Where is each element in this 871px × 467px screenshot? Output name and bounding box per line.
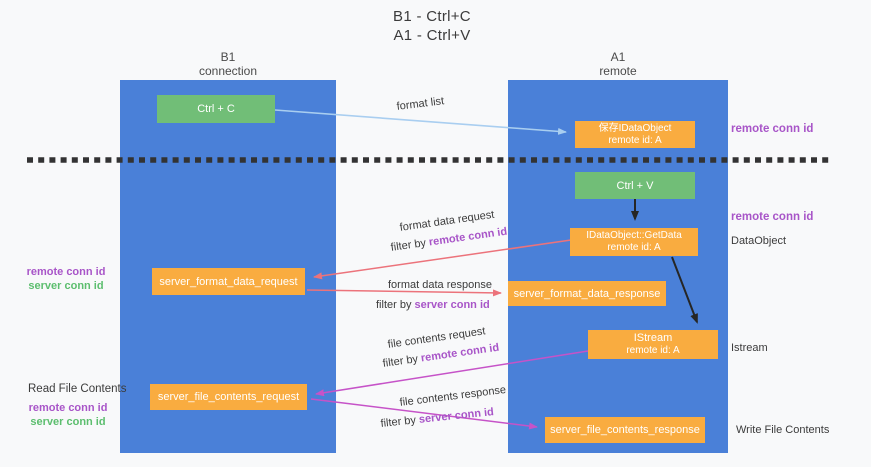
format-data-response-label: format data response	[388, 279, 492, 291]
dataobject-label: DataObject	[731, 235, 787, 247]
write-file-contents-label: Write File Contents	[736, 424, 830, 436]
filter-by-server-conn-id-label-1: filter by server conn id	[376, 299, 490, 311]
remote-conn-id-left-bottom-label: remote conn id	[28, 402, 108, 414]
istream-title: IStream	[633, 332, 673, 344]
right-column-role: remote	[599, 64, 637, 78]
istream-side-label: Istream	[731, 342, 768, 354]
remote-conn-id-right-mid-label: remote conn id	[731, 211, 814, 223]
file-contents-response-label: file contents response	[399, 383, 507, 409]
getdata-node: IDataObject::GetData remote id: A	[570, 228, 698, 256]
remote-conn-id-text: remote conn id	[428, 225, 508, 249]
server-conn-id-left-top-label: server conn id	[28, 280, 104, 292]
server-conn-id-text: server conn id	[414, 299, 490, 311]
server-conn-id-text: server conn id	[418, 406, 495, 426]
left-column-name: B1	[220, 50, 236, 64]
save-idataobject-remote-id: remote id: A	[608, 134, 662, 146]
save-idataobject-title: 保存IDataObject	[598, 122, 672, 134]
filter-by-server-conn-id-label-2: filter by server conn id	[380, 406, 494, 430]
filter-by-text: filter by	[380, 414, 417, 430]
diagram-title: B1 - Ctrl+C A1 - Ctrl+V	[322, 7, 542, 45]
title-line-2: A1 - Ctrl+V	[393, 27, 471, 44]
remote-conn-id-left-top-label: remote conn id	[26, 266, 106, 278]
server-file-contents-request-node: server_file_contents_request	[150, 384, 307, 410]
getdata-remote-id: remote id: A	[607, 242, 661, 253]
istream-remote-id: remote id: A	[626, 345, 680, 356]
save-idataobject-node: 保存IDataObject remote id: A	[575, 121, 695, 148]
right-column-name: A1	[610, 50, 626, 64]
format-list-label: format list	[396, 95, 445, 113]
server-format-data-request-node: server_format_data_request	[152, 268, 305, 295]
remote-conn-id-text: remote conn id	[420, 341, 500, 365]
istream-node: IStream remote id: A	[588, 330, 718, 359]
ctrl-c-node: Ctrl + C	[157, 95, 275, 123]
title-line-1: B1 - Ctrl+C	[393, 8, 471, 25]
left-conn-id-group-top: remote conn id server conn id	[20, 265, 112, 293]
left-conn-id-group-bottom: remote conn id server conn id	[22, 401, 114, 429]
remote-conn-id-right-top-label: remote conn id	[731, 123, 814, 135]
left-column-role: connection	[198, 64, 258, 78]
filter-by-text: filter by	[390, 237, 427, 254]
server-file-contents-response-node: server_file_contents_response	[545, 417, 705, 443]
server-format-data-response-node: server_format_data_response	[508, 281, 666, 306]
left-column-header: B1 connection	[163, 50, 293, 78]
filter-by-text: filter by	[376, 299, 412, 311]
getdata-title: IDataObject::GetData	[586, 230, 682, 241]
read-file-contents-label: Read File Contents	[28, 383, 127, 395]
ctrl-v-node: Ctrl + V	[575, 172, 695, 199]
filter-by-text: filter by	[382, 353, 419, 370]
right-column-header: A1 remote	[553, 50, 683, 78]
server-conn-id-left-bottom-label: server conn id	[30, 416, 106, 428]
